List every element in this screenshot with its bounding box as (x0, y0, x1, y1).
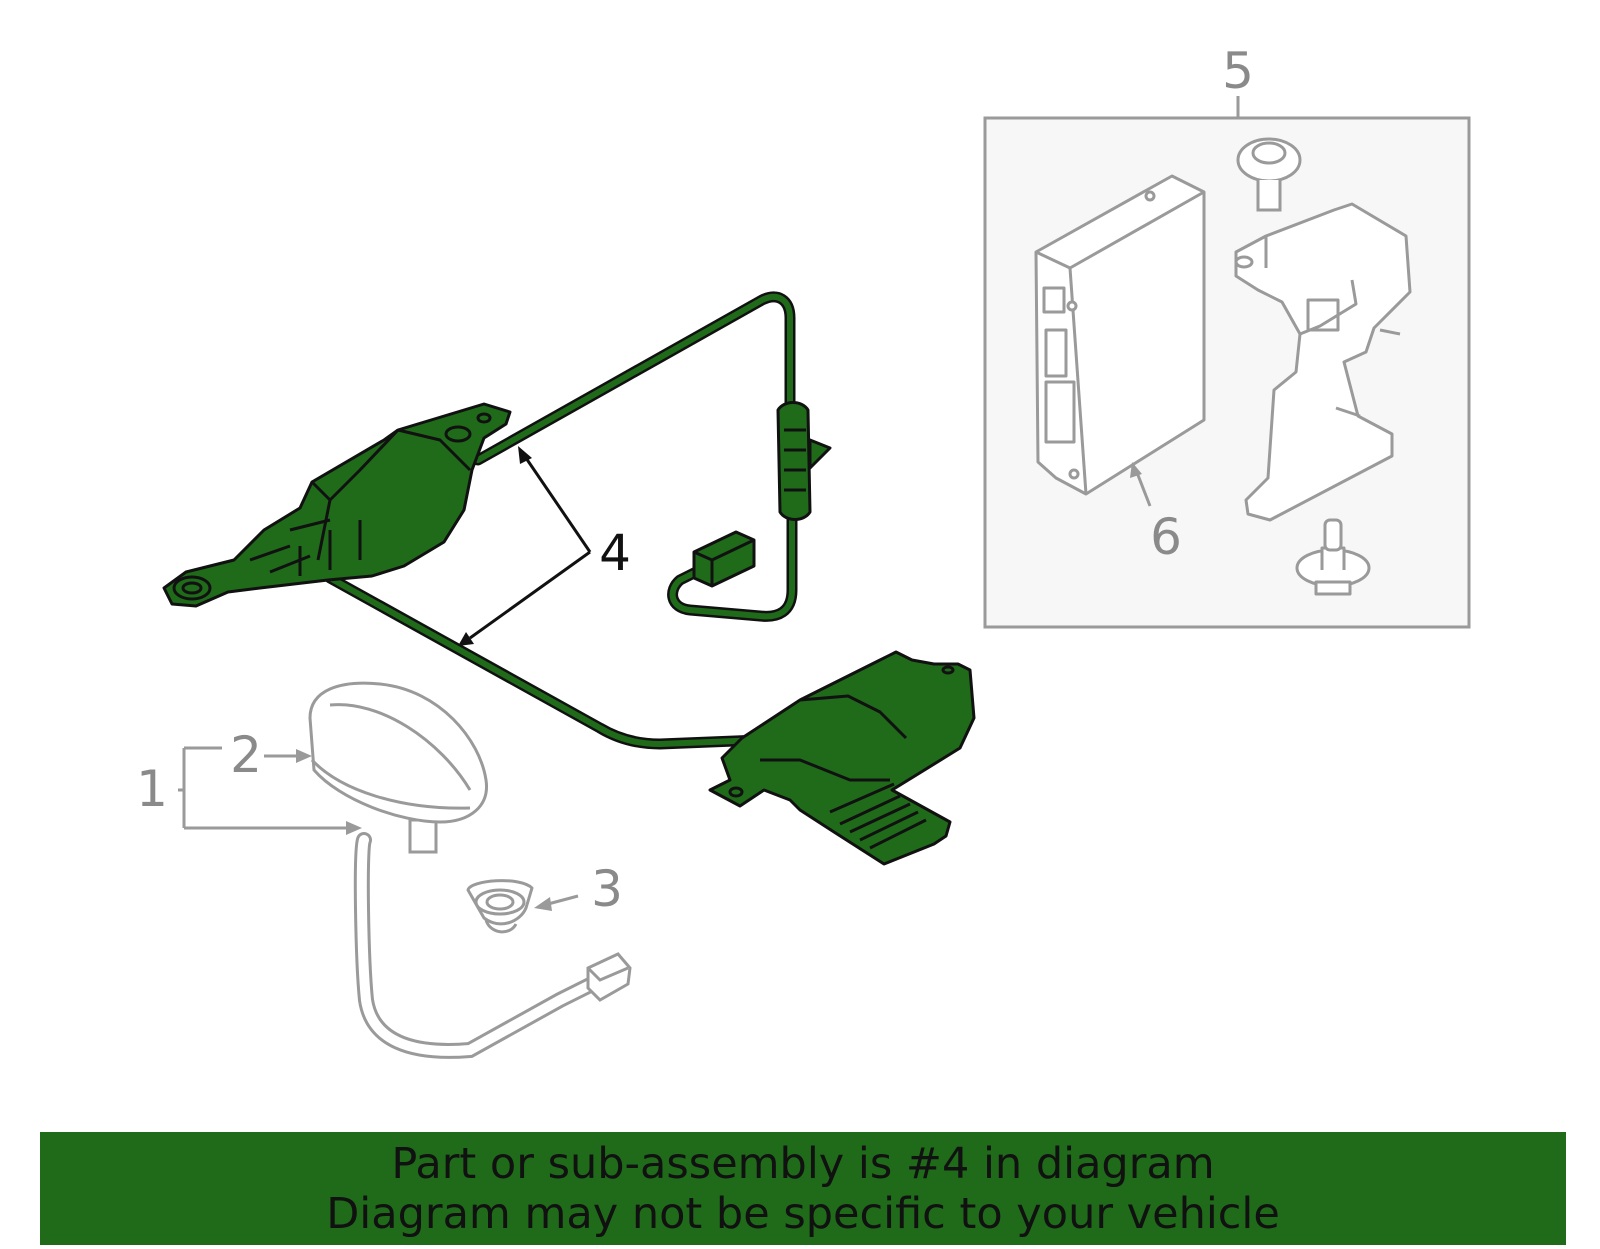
push-clip (1236, 137, 1302, 212)
control-module (1034, 174, 1206, 496)
callout-4-label: 4 (599, 524, 631, 582)
antenna-nut (466, 879, 534, 934)
callout-6-leader (1134, 469, 1152, 507)
callout-4-leader-lower (469, 550, 591, 640)
info-banner: Part or sub-assembly is #4 in diagram Di… (40, 1132, 1566, 1245)
callout-4-arrow-lower (458, 632, 474, 646)
inline-filter (776, 401, 832, 521)
callout-3-leader (547, 894, 579, 906)
callout-1-label: 1 (136, 760, 168, 818)
antenna-cable (353, 832, 608, 1059)
mounting-bracket (1234, 202, 1412, 522)
callout-1-arrow (346, 821, 362, 835)
cable-connector (586, 952, 632, 1002)
callout-6-label: 6 (1150, 508, 1182, 566)
callout-2-label: 2 (230, 726, 262, 784)
banner-line-1: Part or sub-assembly is #4 in diagram (391, 1139, 1215, 1189)
callout-4-leader-upper (524, 457, 592, 553)
banner-line-2: Diagram may not be specific to your vehi… (326, 1189, 1280, 1239)
callout-6-arrow (1130, 462, 1142, 478)
callout-3-arrow (534, 897, 552, 911)
harness-bracket-left (162, 402, 512, 608)
callout-5-label: 5 (1222, 42, 1254, 100)
callout-2-arrow (296, 749, 312, 763)
shark-fin-antenna (308, 681, 488, 824)
callout-1-bracket (178, 746, 348, 830)
inset-group (983, 96, 1471, 629)
bolt (1295, 518, 1371, 596)
highlighted-harness (162, 291, 976, 866)
harness-bracket-right (708, 650, 976, 866)
harness-connector (692, 530, 756, 588)
antenna-assembly (178, 681, 632, 1059)
callout-3-label: 3 (591, 860, 623, 918)
antenna-stem (408, 818, 438, 854)
callout-4-arrow-upper (518, 446, 532, 464)
